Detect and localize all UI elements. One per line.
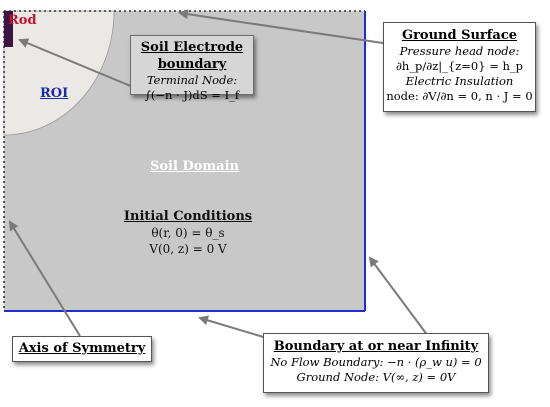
ground-node-text: Ground Node: V(∞, z) = 0V: [296, 370, 456, 384]
initial-moisture-equation: θ(r, 0) = θ_s: [151, 226, 225, 240]
no-flow-boundary-text: No Flow Boundary: −n · (ρ_w u) = 0: [270, 355, 482, 369]
rod-electrode: [4, 11, 13, 47]
arrow-axis-symmetry: [8, 220, 81, 337]
roi-region: [3, 10, 115, 136]
soil-electrode-title-2: boundary: [157, 57, 227, 72]
terminal-node-text: Terminal Node:: [146, 73, 238, 87]
initial-conditions-block: Initial Conditions θ(r, 0) = θ_s V(0, z)…: [118, 208, 258, 257]
pressure-head-text: Pressure head node:: [399, 44, 520, 58]
axis-symmetry-title: Axis of Symmetry: [18, 341, 146, 356]
terminal-node-equation: ∫(−n · J)dS = I_f: [144, 88, 240, 102]
pressure-head-equation: ∂h_p/∂z|_{z=0} = h_p: [395, 59, 524, 73]
arrow-infinity-right: [368, 256, 429, 337]
initial-conditions-title: Initial Conditions: [123, 209, 253, 224]
soil-domain-label: Soil Domain: [150, 159, 239, 174]
initial-voltage-equation: V(0, z) = 0 V: [149, 242, 227, 256]
arrow-ground-surface: [178, 9, 384, 44]
ground-surface-callout: Ground Surface Pressure head node: ∂h_p/…: [383, 22, 536, 112]
soil-electrode-title-1: Soil Electrode: [140, 40, 244, 55]
arrow-electrode-to-rod: [18, 38, 146, 93]
electric-insulation-text: Electric Insulation: [405, 74, 514, 88]
electric-insulation-equation: node: ∂V/∂n = 0, n · J = 0: [386, 89, 533, 103]
rod-label: Rod: [8, 13, 37, 28]
infinity-boundary-title: Boundary at or near Infinity: [273, 339, 479, 354]
roi-label: ROI: [40, 86, 69, 101]
ground-surface-title: Ground Surface: [401, 28, 518, 43]
infinity-boundary-callout: Boundary at or near Infinity No Flow Bou…: [263, 333, 489, 393]
axis-symmetry-callout: Axis of Symmetry: [12, 336, 152, 362]
soil-electrode-callout: Soil Electrode boundary Terminal Node: ∫…: [130, 35, 254, 102]
